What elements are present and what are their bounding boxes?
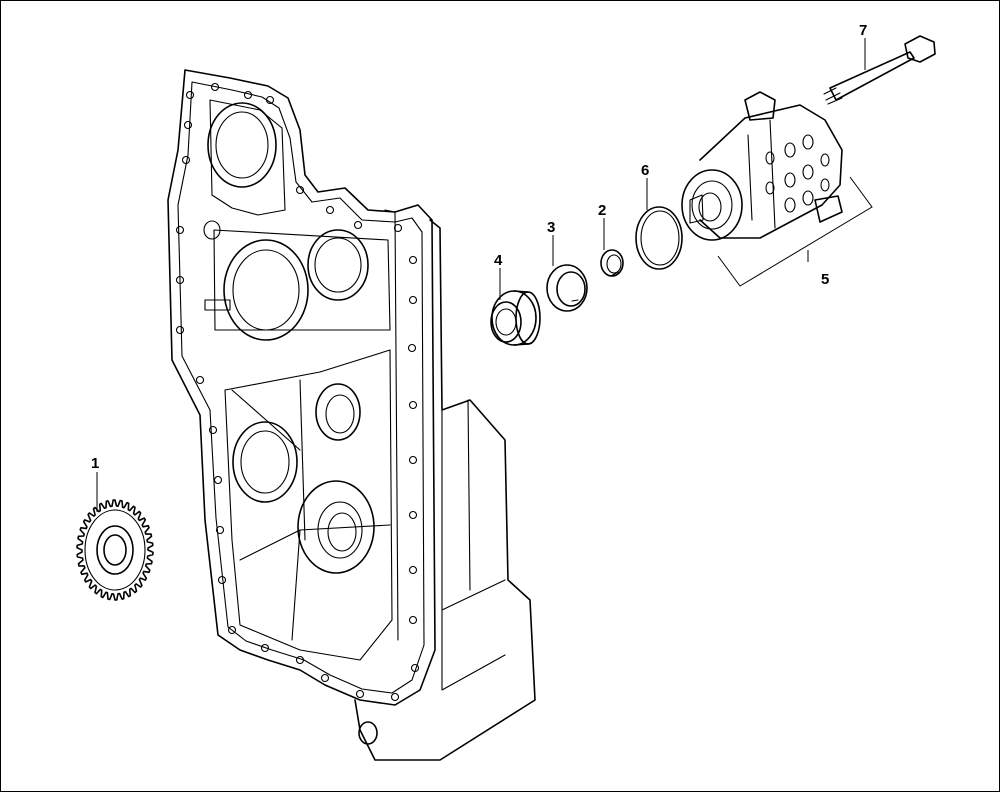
gear-teeth: [76, 499, 154, 601]
callout-1: 1: [91, 455, 99, 472]
gear-part-1: [76, 499, 154, 601]
bolt-part-7: [823, 35, 936, 105]
callout-4: 4: [494, 252, 503, 269]
o-ring-part-6: [635, 206, 683, 270]
callouts: 1 4 3 2 6 7 5: [91, 22, 873, 512]
gear-web: [84, 509, 146, 591]
callout-7: 7: [859, 22, 867, 39]
callout-5: 5: [821, 271, 829, 288]
distributor-assembly-part-5: [681, 91, 843, 241]
bearing-part-4: [490, 290, 541, 346]
callout-2: 2: [598, 202, 606, 219]
gear-hub: [96, 525, 134, 575]
snap-ring-part-2: [600, 249, 624, 277]
callout-3: 3: [547, 219, 555, 236]
housing-cover: [167, 69, 536, 761]
gear-bore: [103, 534, 127, 566]
distributor-ports: [765, 134, 830, 213]
callout-6: 6: [641, 162, 649, 179]
retaining-ring-part-3: [546, 264, 588, 312]
flange-bolt-holes: [175, 82, 420, 702]
